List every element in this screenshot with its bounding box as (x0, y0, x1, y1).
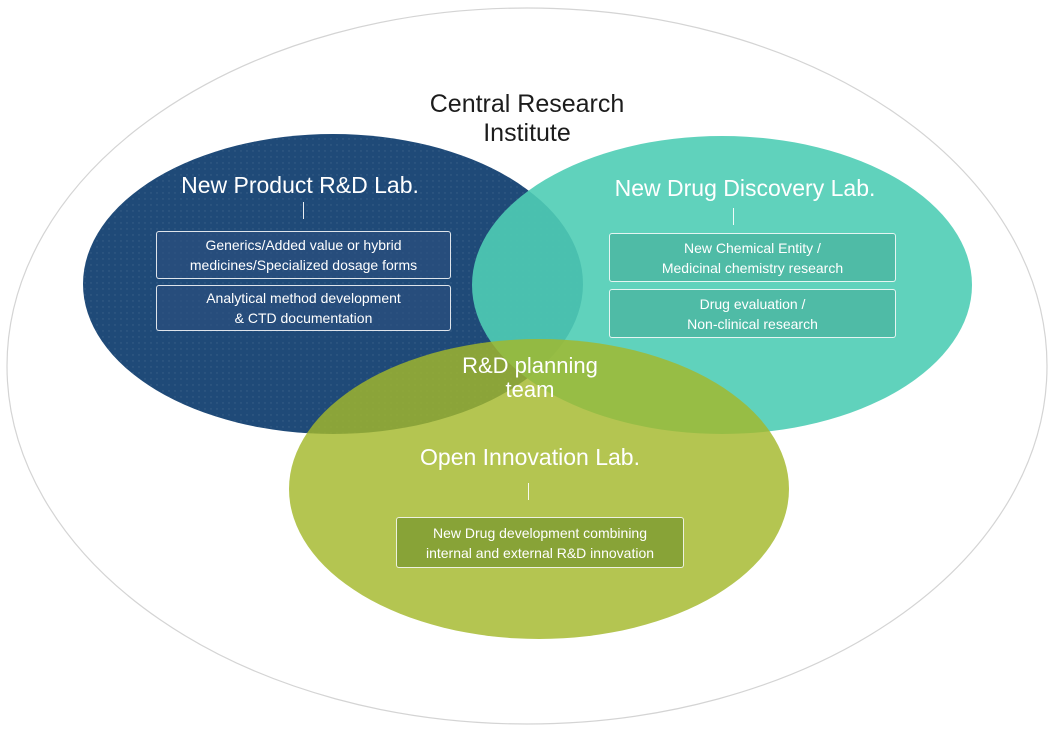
rd-planning-team-line2: team (505, 377, 555, 403)
institute-title-line2: Institute (483, 118, 571, 147)
new-drug-connector (733, 208, 734, 225)
new-drug-lab-title: New Drug Discovery Lab. (614, 175, 876, 201)
new-product-item-2: Analytical method development & CTD docu… (156, 285, 451, 331)
new-product-item-1: Generics/Added value or hybrid medicines… (156, 231, 451, 279)
new-product-connector (303, 202, 304, 219)
new-drug-item-1: New Chemical Entity / Medicinal chemistr… (609, 233, 896, 282)
open-innovation-item-1: New Drug development combining internal … (396, 517, 684, 568)
open-innovation-connector (528, 483, 529, 500)
new-drug-item-2: Drug evaluation / Non-clinical research (609, 289, 896, 338)
institute-title-line1: Central Research (429, 90, 625, 118)
new-product-lab-title: New Product R&D Lab. (181, 172, 419, 198)
rd-planning-team-label: R&D planning team (430, 353, 630, 403)
rd-planning-team-line1: R&D planning (462, 353, 598, 378)
open-innovation-lab-title: Open Innovation Lab. (420, 444, 640, 470)
institute-title: Central Research Institute (377, 90, 677, 148)
